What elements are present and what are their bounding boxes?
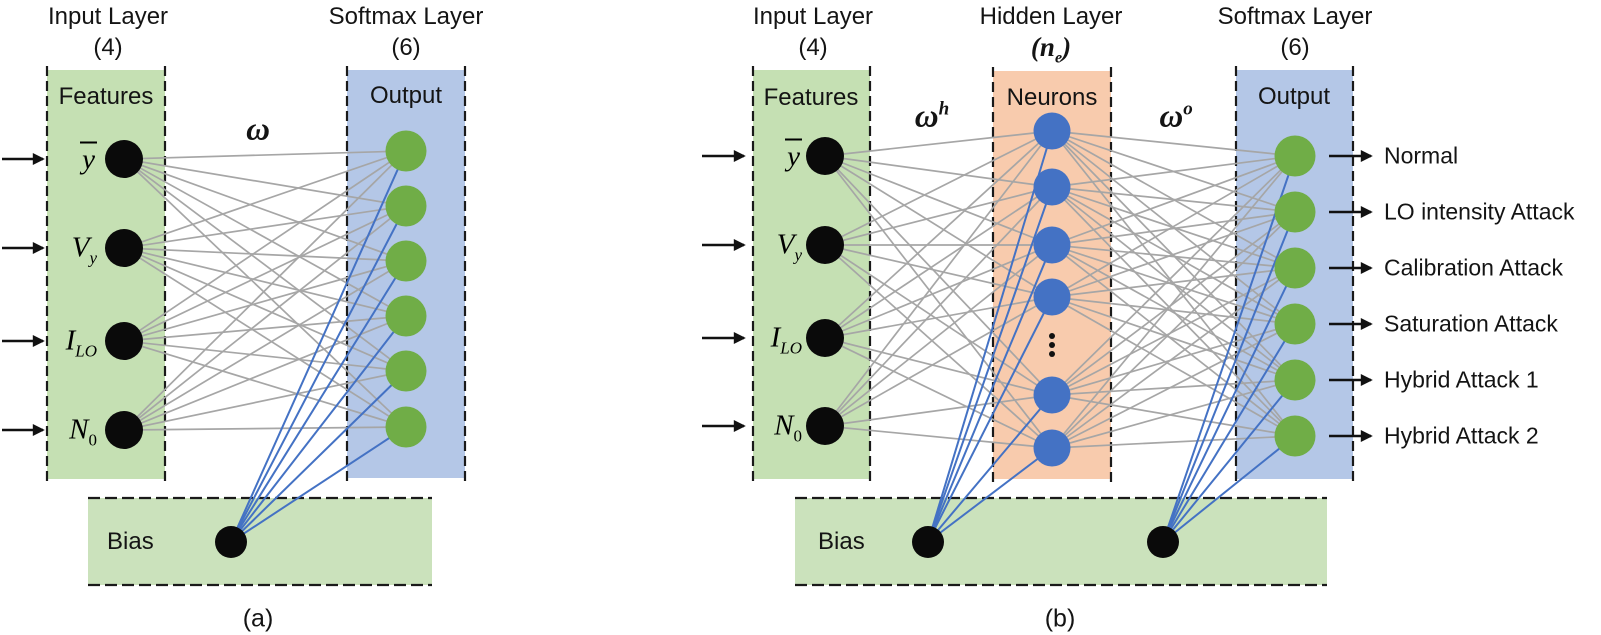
features-box-a [47, 70, 165, 479]
input-node-b-1 [806, 137, 844, 175]
bias-box-b [795, 498, 1327, 585]
vertical-dots-icon [1049, 333, 1055, 357]
input-node-a-1 [105, 140, 143, 178]
hidden-node-b-3 [1033, 226, 1071, 264]
bias-node-b-output [1147, 526, 1179, 558]
bias-box-a [88, 498, 432, 585]
nodes [105, 112, 1316, 558]
output-node-a-3 [385, 240, 427, 282]
bias-node-b-hidden [912, 526, 944, 558]
output-node-b-6 [1274, 415, 1316, 457]
gray-connections-b [824, 130, 1296, 449]
bias-connections-a [230, 150, 407, 543]
output-node-b-5 [1274, 359, 1316, 401]
layer-boxes [45, 66, 1355, 587]
hidden-node-b-2 [1033, 168, 1071, 206]
input-node-b-4 [806, 407, 844, 445]
output-node-b-2 [1274, 191, 1316, 233]
output-node-a-6 [385, 406, 427, 448]
bias-node-a [215, 526, 247, 558]
output-node-a-4 [385, 295, 427, 337]
input-output-connections-a [123, 150, 407, 431]
io-arrows [2, 150, 1373, 442]
bias-connections-b [927, 130, 1296, 543]
input-node-a-4 [105, 411, 143, 449]
output-node-a-2 [385, 185, 427, 227]
hidden-node-b-5 [1033, 376, 1071, 414]
output-node-b-1 [1274, 135, 1316, 177]
input-node-a-2 [105, 229, 143, 267]
hidden-node-b-4 [1033, 278, 1071, 316]
hidden-node-b-1 [1033, 112, 1071, 150]
output-node-b-3 [1274, 247, 1316, 289]
input-node-b-3 [806, 319, 844, 357]
output-node-a-1 [385, 130, 427, 172]
input-node-a-3 [105, 322, 143, 360]
output-node-b-4 [1274, 303, 1316, 345]
input-node-b-2 [806, 226, 844, 264]
hidden-node-b-6 [1033, 429, 1071, 467]
output-node-a-5 [385, 350, 427, 392]
